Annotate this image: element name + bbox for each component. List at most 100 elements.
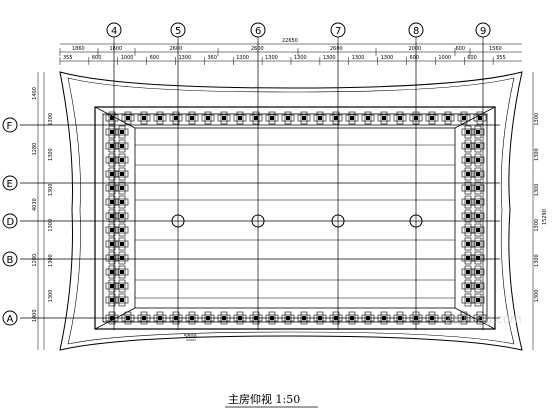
bracket-set [105,279,119,293]
bracket-block [348,111,356,125]
bracket-block [124,111,132,125]
dim-row3-value: 360 [207,55,217,61]
bracket-block [108,293,116,307]
axis-bubble-left: E [2,175,18,191]
bracket-block [268,311,276,325]
bracket-set [329,111,343,125]
bracket-block [252,111,260,125]
bracket-set [115,251,129,265]
bracket-block [118,279,126,293]
bracket-core [110,116,114,120]
bracket-set [461,125,475,139]
bracket-core [462,316,466,320]
bracket-set [169,311,183,325]
bracket-core [110,228,114,232]
bracket-arm [185,314,199,322]
bracket-core [238,116,242,120]
bracket-set [461,265,475,279]
dim-row3-value: 600 [410,55,420,61]
axis-bubble-left: F [2,117,18,133]
bracket-core [286,316,290,320]
bracket-arm [115,268,129,276]
axis-circle [2,251,18,267]
bracket-set [425,111,439,125]
bracket-set [461,209,475,223]
bracket-core [120,298,124,302]
bracket-block [464,237,472,251]
bracket-core [110,256,114,260]
bracket-core [462,116,466,120]
bracket-arm [185,114,199,122]
bracket-core [158,316,162,320]
bracket-set [457,311,471,325]
bracket-core [110,316,114,320]
bracket-set [105,293,119,307]
bracket-core [476,228,480,232]
bracket-core [334,316,338,320]
dim-left-inner-value: 1300 [48,219,54,232]
bracket-core [466,130,470,134]
bracket-core [302,116,306,120]
bracket-block [428,311,436,325]
bracket-arm [473,314,487,322]
bracket-arm [281,314,295,322]
bracket-arm [249,314,263,322]
bracket-core [222,116,226,120]
bracket-arm [471,240,485,248]
bracket-arm [115,282,129,290]
bracket-core [414,116,418,120]
axis-bubble-top: 4 [106,22,122,42]
bracket-set [471,251,485,265]
bracket-core [110,270,114,274]
bracket-block [464,251,472,265]
bracket-set [115,293,129,307]
bracket-block [204,111,212,125]
dim-left-outer-value: 1280 [32,254,38,267]
bracket-arm [441,314,455,322]
bracket-set [115,181,129,195]
bracket-arm [471,282,485,290]
bracket-set [471,195,485,209]
bracket-block [108,223,116,237]
bracket-core [110,186,114,190]
bracket-set [461,223,475,237]
bracket-set [217,311,231,325]
bracket-block [118,293,126,307]
watermark: zhulong.com [445,312,522,326]
bracket-core [110,130,114,134]
bracket-set [461,167,475,181]
bracket-block [204,311,212,325]
bracket-core [476,158,480,162]
bracket-arm [377,114,391,122]
bracket-arm [281,114,295,122]
dim-row3-value: 1300 [323,55,336,61]
bracket-block [252,311,260,325]
bracket-block [474,279,482,293]
bracket-core [466,228,470,232]
bracket-set [185,111,199,125]
bracket-arm [105,142,119,150]
bracket-core [382,316,386,320]
bracket-block [108,237,116,251]
bracket-set [471,125,485,139]
roof-outline [59,71,523,351]
bracket-core [110,242,114,246]
bracket-arm [249,114,263,122]
bracket-arm [457,114,471,122]
bracket-block [108,195,116,209]
bracket-arm [115,198,129,206]
axis-label: B [7,255,14,266]
bracket-set [473,111,487,125]
bracket-arm [105,296,119,304]
bracket-arm [201,114,215,122]
bracket-arm [169,114,183,122]
bracket-arm [329,114,343,122]
bracket-arm [115,296,129,304]
dim-row3-value: 1300 [236,55,249,61]
bracket-block [108,279,116,293]
bracket-block [348,311,356,325]
bracket-core [254,316,258,320]
bracket-core [446,116,450,120]
